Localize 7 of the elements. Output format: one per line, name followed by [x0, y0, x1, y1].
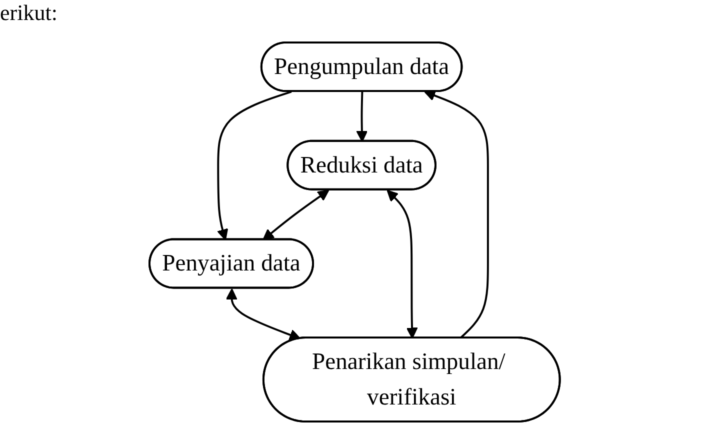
arrow: [262, 190, 330, 240]
arrow: [356, 92, 368, 142]
arrow: [226, 288, 301, 340]
text-fragment: erikut:: [0, 0, 58, 26]
arrow: [424, 90, 489, 339]
arrow: [386, 190, 418, 339]
arrow: [216, 90, 292, 240]
